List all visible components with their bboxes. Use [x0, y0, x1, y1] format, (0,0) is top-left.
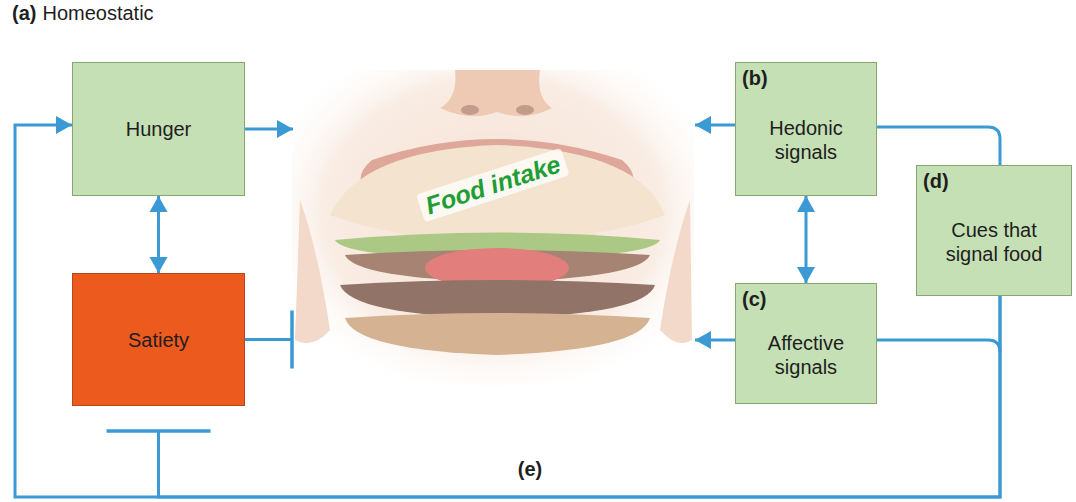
burger-picture [292, 70, 694, 385]
connector [150, 196, 168, 273]
cue-box: (d)Cues that signal food [916, 165, 1072, 296]
connector [695, 116, 735, 134]
part-letter: (a) [12, 2, 36, 24]
arrowhead [797, 196, 815, 212]
box-label: Hunger [73, 63, 244, 195]
arrowhead [150, 257, 168, 273]
arrowhead [695, 331, 711, 349]
connector-line [245, 338, 292, 341]
feedback-label: (e) [515, 458, 545, 480]
signal-box: (b)Hedonic signals [735, 62, 877, 196]
arrowhead [277, 120, 293, 138]
box-label: Affective signals [736, 310, 876, 403]
callout-letter: (b) [736, 63, 876, 89]
connector [797, 196, 815, 283]
connector [245, 120, 293, 138]
satiety-box: Satiety [72, 273, 245, 406]
arrowhead [56, 116, 72, 134]
connector [245, 311, 292, 369]
box-label: Cues that signal food [917, 192, 1071, 295]
callout-letter: (c) [736, 284, 876, 310]
box-label: Hedonic signals [736, 89, 876, 195]
hunger-box: Hunger [72, 62, 245, 196]
inhibition-bar [290, 311, 294, 369]
arrowhead [695, 116, 711, 134]
bracket-line [877, 340, 1000, 352]
signal-box: (c)Affective signals [735, 283, 877, 404]
callout-letter: (d) [917, 166, 1071, 192]
arrowhead [797, 267, 815, 283]
arrowhead [150, 196, 168, 212]
food-intake-picture: Food intake [290, 70, 695, 385]
connector [695, 331, 735, 349]
box-label: Satiety [73, 274, 244, 405]
bracket-line [877, 127, 1000, 165]
picture-caption: Food intake [416, 148, 570, 223]
part-title: Homeostatic [42, 2, 153, 24]
inhibition-bar [107, 429, 211, 433]
